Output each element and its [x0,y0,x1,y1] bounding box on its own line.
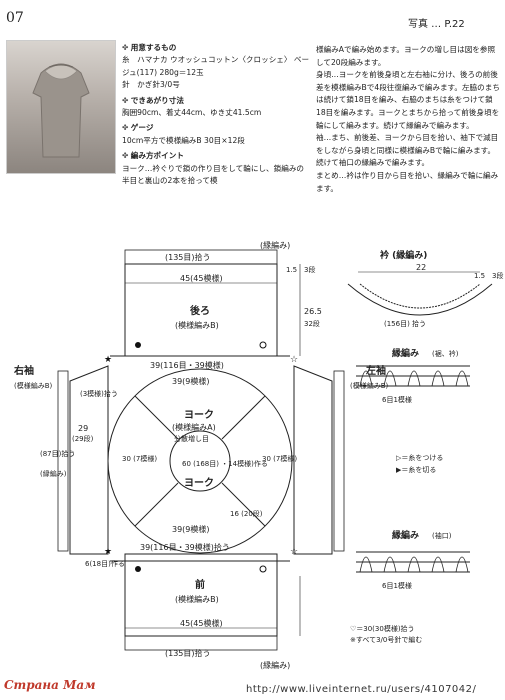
edging-chart-1-note: 6目1模様 [382,395,412,404]
edging-chart-2 [356,551,470,573]
size-text: 胸囲90cm、着丈44cm、ゆき丈41.5cm [122,108,262,118]
yoke-inner-front-label: 39(9模様) [172,524,210,534]
front-pattern: (模様編みB) [175,594,219,604]
instructions-para-2: 身頃…ヨークを前後身頃と左右袖に分け、後ろの前後差を模様編みBで4段往復編みで編… [316,70,500,130]
yoke-title: ヨーク [184,409,214,421]
edging-chart-1 [356,365,470,387]
sleeve-cuff: (87目)拾う [40,449,75,458]
site-logo: Страна Мам [4,678,96,692]
hem-bottom-label: (135目)拾う [165,648,211,658]
edging-bottom-label: (縁編み) [260,660,290,670]
legend-attach: ▷＝糸をつける [396,453,443,462]
yoke-title-front: ヨーク [184,477,214,489]
gauge-heading: ゲージ [122,122,310,134]
front-width-label: 45(45模様) [180,618,223,628]
svg-text:☆: ☆ [290,547,298,557]
edging-chart-2-sub: (袖口) [432,531,452,540]
edging-chart-2-title: 縁編み [392,529,419,541]
materials-yarn: 糸 ハマナカ ウオッシュコットン〈クロッシェ〉 ベージュ(117) 280g＝1… [122,55,310,77]
instructions-left: 用意するもの 糸 ハマナカ ウオッシュコットン〈クロッシェ〉 ベージュ(117)… [122,42,310,187]
side-30-right: 30 (7模様) [262,454,297,463]
back-width-label: 45(45模様) [180,273,223,283]
note-hook: ※すべて3/0号針で編む [350,635,422,644]
sleeve-rows: (29段) [72,434,94,443]
instructions-para-1: 様編みAで編み始めます。ヨークの増し目は図を参照して20段編みます。 [316,45,496,67]
marker-dot [135,342,141,348]
hem-top-label: (135目)拾う [165,252,211,262]
materials-hook: 針 かぎ針3/0号 [122,80,180,90]
garment-illustration [32,63,90,158]
legend-cut: ▶＝糸を切る [396,465,436,474]
right-sleeve-pattern: (模様編みB) [14,381,53,390]
yoke-inner-label: 39(9模様) [172,376,210,386]
edging-chart-1-sub: (裾、衿) [432,349,459,358]
dim-16: 16 (20段) [230,509,263,518]
yoke-outer-label: 39(116目・39模様) [150,360,224,370]
dim-32: 32段 [304,319,320,328]
gauge-text: 10cm平方で模様編みB 30目×12段 [122,135,245,145]
note-heart: ♡＝30(30模様)拾う [350,624,415,633]
left-sleeve-title: 左袖 [365,364,386,377]
collar-diagram [347,271,493,316]
dim-15: 1.5 [286,266,297,274]
left-sleeve-outline [293,365,333,555]
right-sleeve-outline [69,365,109,555]
points-heading: 編み方ポイント [122,150,310,162]
materials-heading: 用意するもの [122,42,310,54]
front-title: 前 [195,578,205,591]
side-30: 30 (7模様) [122,454,157,463]
gusset-label: 6(18目)作る [85,559,125,568]
garment-photo [6,40,116,174]
edging-top-label: (縁編み) [260,240,290,250]
size-heading: できあがり寸法 [122,95,310,107]
edging-chart-1-title: 縁編み [392,347,419,359]
yoke-note: 分散増し目 [174,434,209,443]
sleeve-edge: (縁編み) [40,469,67,478]
back-pattern: (模様編みB) [175,320,219,330]
sleeve-length: 29 [78,424,88,433]
left-sleeve-pattern: (模様編みB) [350,381,389,390]
dim-265: 26.5 [304,307,322,316]
points-text: ヨーク…衿ぐりで鎖の作り目をして輪にし、鎖編みの半目と裏山の2本を拾って模 [122,163,305,186]
collar-width: 22 [416,263,426,272]
page-number: 07 [6,10,24,26]
dim-3: 3段 [304,265,315,274]
yoke-center: 60 (168目) ・14模様)作る [182,459,268,468]
svg-text:☆: ☆ [290,355,298,365]
yoke-outer-front-label: 39(116目・39模様)拾う [140,542,230,552]
photo-reference: 写真 … P.22 [408,19,465,30]
collar-15: 1.5 [474,272,485,280]
collar-3: 3段 [492,271,503,280]
svg-text:★: ★ [104,547,112,557]
svg-text:★: ★ [104,355,112,365]
collar-pick: (156目) 拾う [384,319,426,328]
sleeve-pick: (3模様)拾う [80,389,118,398]
yoke-inner-circle [169,430,231,492]
yoke-pattern: (模様編みA) [172,422,216,432]
footer-url[interactable]: http://www.liveinternet.ru/users/4107042… [246,684,477,695]
instructions-right: 様編みAで編み始めます。ヨークの増し目は図を参照して20段編みます。 身頃…ヨー… [316,44,500,195]
back-title: 後ろ [190,304,210,317]
collar-title: 衿 (縁編み) [380,249,427,261]
right-sleeve-title: 右袖 [13,364,34,377]
instructions-para-4: まとめ…衿は作り目から目を拾い、縁編みで輪に編みます。 [316,170,499,193]
edging-chart-2-note: 6目1模様 [382,581,412,590]
instructions-para-3: 袖…まち、前後差、ヨークから目を拾い、袖下で減目をしながら身頃と同様に模様編みB… [316,133,499,168]
pattern-diagram: ★ ☆ ★ ☆ (縁編み) (135目)拾う 45(45模様) 後ろ (模様編み… [13,240,503,670]
